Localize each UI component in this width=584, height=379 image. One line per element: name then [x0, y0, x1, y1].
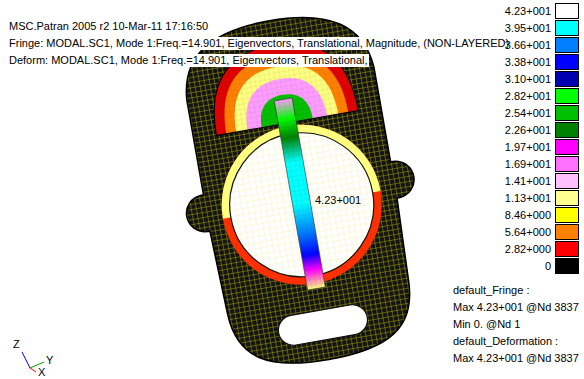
legend-value: 2.26+001	[505, 124, 551, 137]
legend-swatch	[555, 224, 579, 240]
legend-value: 2.54+001	[505, 107, 551, 120]
legend-value: 0	[545, 260, 551, 273]
axis-label: Z	[13, 338, 20, 351]
legend-entry: 3.95+001	[0, 20, 584, 37]
max-value-marker: 4.23+001	[315, 194, 361, 207]
legend-entry: 2.26+001	[0, 122, 584, 139]
legend-entry: 3.10+001	[0, 71, 584, 88]
legend-swatch	[555, 258, 579, 274]
result-summary: Min 0. @Nd 1	[453, 318, 520, 331]
result-summary: Max 4.23+001 @Nd 3837	[453, 352, 579, 365]
legend-swatch	[555, 190, 579, 206]
header-text: Fringe: MODAL.SC1, Mode 1:Freq.=14.901, …	[8, 37, 510, 50]
legend-value: 3.66+001	[505, 39, 551, 52]
legend-swatch	[555, 105, 579, 121]
legend-entry: 4.23+001	[0, 3, 584, 20]
legend-swatch	[555, 156, 579, 172]
legend-swatch	[555, 3, 579, 19]
legend-entry: 1.13+001	[0, 190, 584, 207]
legend-swatch	[555, 207, 579, 223]
legend-swatch	[555, 20, 579, 36]
result-summary: default_Fringe :	[453, 284, 529, 297]
legend-entry: 5.64+000	[0, 224, 584, 241]
legend-value: 2.82+001	[505, 90, 551, 103]
legend-swatch	[555, 54, 579, 70]
legend-swatch	[555, 241, 579, 257]
legend-entry: 3.38+001	[0, 54, 584, 71]
legend-entry: 8.46+000	[0, 207, 584, 224]
legend-value: 1.41+001	[505, 175, 551, 188]
legend-value: 2.82+000	[505, 243, 551, 256]
legend-value: 3.10+001	[505, 73, 551, 86]
legend-entry: 2.54+001	[0, 105, 584, 122]
legend-value: 5.64+000	[505, 226, 551, 239]
legend-value: 3.38+001	[505, 56, 551, 69]
legend-swatch	[555, 37, 579, 53]
legend-entry: 2.82+000	[0, 241, 584, 258]
legend-swatch	[555, 139, 579, 155]
legend-entry: 1.97+001	[0, 139, 584, 156]
legend-entry: 1.41+001	[0, 173, 584, 190]
result-summary: default_Deformation :	[453, 335, 558, 348]
axis-label: X	[38, 366, 45, 379]
legend-value: 4.23+001	[505, 5, 551, 18]
axis-label: Y	[46, 354, 53, 367]
legend-entry: 3.66+001	[0, 37, 584, 54]
legend-swatch	[555, 122, 579, 138]
legend-value: 8.46+000	[505, 209, 551, 222]
result-summary: Max 4.23+001 @Nd 3837	[453, 301, 579, 314]
legend-value: 3.95+001	[505, 22, 551, 35]
header-text: Deform: MODAL.SC1, Mode 1:Freq.=14.901, …	[8, 54, 369, 67]
legend-swatch	[555, 71, 579, 87]
legend-entry: 2.82+001	[0, 88, 584, 105]
legend-entry: 1.69+001	[0, 156, 584, 173]
legend-value: 1.69+001	[505, 158, 551, 171]
legend-swatch	[555, 88, 579, 104]
legend-entry: 0	[0, 258, 584, 275]
legend-value: 1.13+001	[505, 192, 551, 205]
legend-swatch	[555, 173, 579, 189]
header-text: MSC.Patran 2005 r2 10-Mar-11 17:16:50	[8, 20, 209, 33]
legend-value: 1.97+001	[505, 141, 551, 154]
